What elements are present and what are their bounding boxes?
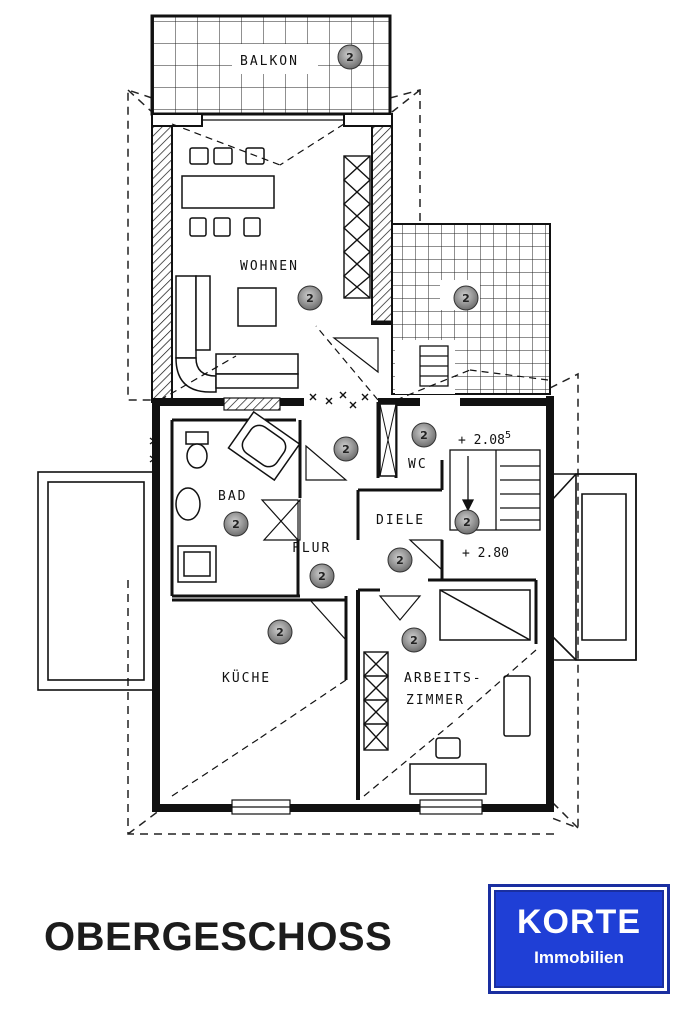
marker-flur: 2 [309, 563, 335, 589]
label-bad: BAD [218, 489, 247, 504]
bathroom-fixtures [175, 410, 301, 583]
door-arcs [260, 337, 443, 642]
svg-text:2: 2 [318, 570, 326, 583]
label-flur: FLUR [292, 541, 331, 556]
label-wohnen: WOHNEN [240, 259, 299, 274]
svg-text:2: 2 [306, 292, 314, 305]
svg-text:2: 2 [462, 292, 470, 305]
wohnen-walls [151, 113, 393, 403]
study-furniture [409, 589, 531, 795]
marker-diele: 2 [387, 547, 413, 573]
marker-bad: 2 [223, 511, 249, 537]
logo-main-text: KORTE [517, 903, 641, 941]
cupboards [342, 155, 389, 751]
windows [223, 397, 483, 815]
label-diele: DIELE [376, 513, 425, 528]
logo-sub-text: Immobilien [534, 948, 624, 967]
level-lower: + 2.80 [462, 546, 509, 561]
floor-title: OBERGESCHOSS [44, 915, 393, 959]
label-kueche: KÜCHE [222, 669, 271, 686]
svg-text:2: 2 [420, 429, 428, 442]
living-room-furniture [175, 147, 299, 393]
marker-balkon: 2 [337, 44, 363, 70]
level-upper: + 2.085 [458, 430, 511, 448]
marker-wc: 2 [411, 422, 437, 448]
marker-terrace: 2 [453, 285, 479, 311]
label-wc: WC [408, 457, 428, 472]
roof-outline [127, 88, 579, 835]
door-swings [159, 123, 549, 797]
level-annotations: + 2.085 + 2.80 [458, 430, 511, 561]
label-balkon: BALKON [240, 54, 299, 69]
svg-text:2: 2 [396, 554, 404, 567]
staircase [419, 345, 541, 531]
svg-text:2: 2 [410, 634, 418, 647]
outer-walls [152, 396, 554, 812]
svg-text:2: 2 [232, 518, 240, 531]
svg-text:2: 2 [342, 443, 350, 456]
marker-kueche: 2 [267, 619, 293, 645]
svg-text:2: 2 [346, 51, 354, 64]
right-dormer [551, 473, 637, 661]
room-markers: 2 2 2 2 2 2 2 2 2 2 2 [223, 44, 480, 653]
label-zimmer: ZIMMER [406, 693, 465, 708]
floor-plan: 2 2 2 2 2 2 2 2 2 2 2 BALKON WOHNEN BAD … [37, 14, 637, 835]
electrical-symbols [149, 391, 369, 463]
marker-wohnen: 2 [297, 285, 323, 311]
marker-arbeitszimmer: 2 [401, 627, 427, 653]
room-labels: BALKON WOHNEN BAD FLUR WC DIELE KÜCHE AR… [218, 54, 483, 708]
left-dormer [37, 471, 155, 691]
marker-stairs: 2 [454, 509, 480, 535]
marker-flur-upper: 2 [333, 436, 359, 462]
korte-logo: KORTE Immobilien [488, 884, 670, 994]
svg-text:2: 2 [463, 516, 471, 529]
svg-text:2: 2 [276, 626, 284, 639]
label-arbeits: ARBEITS- [404, 671, 483, 686]
